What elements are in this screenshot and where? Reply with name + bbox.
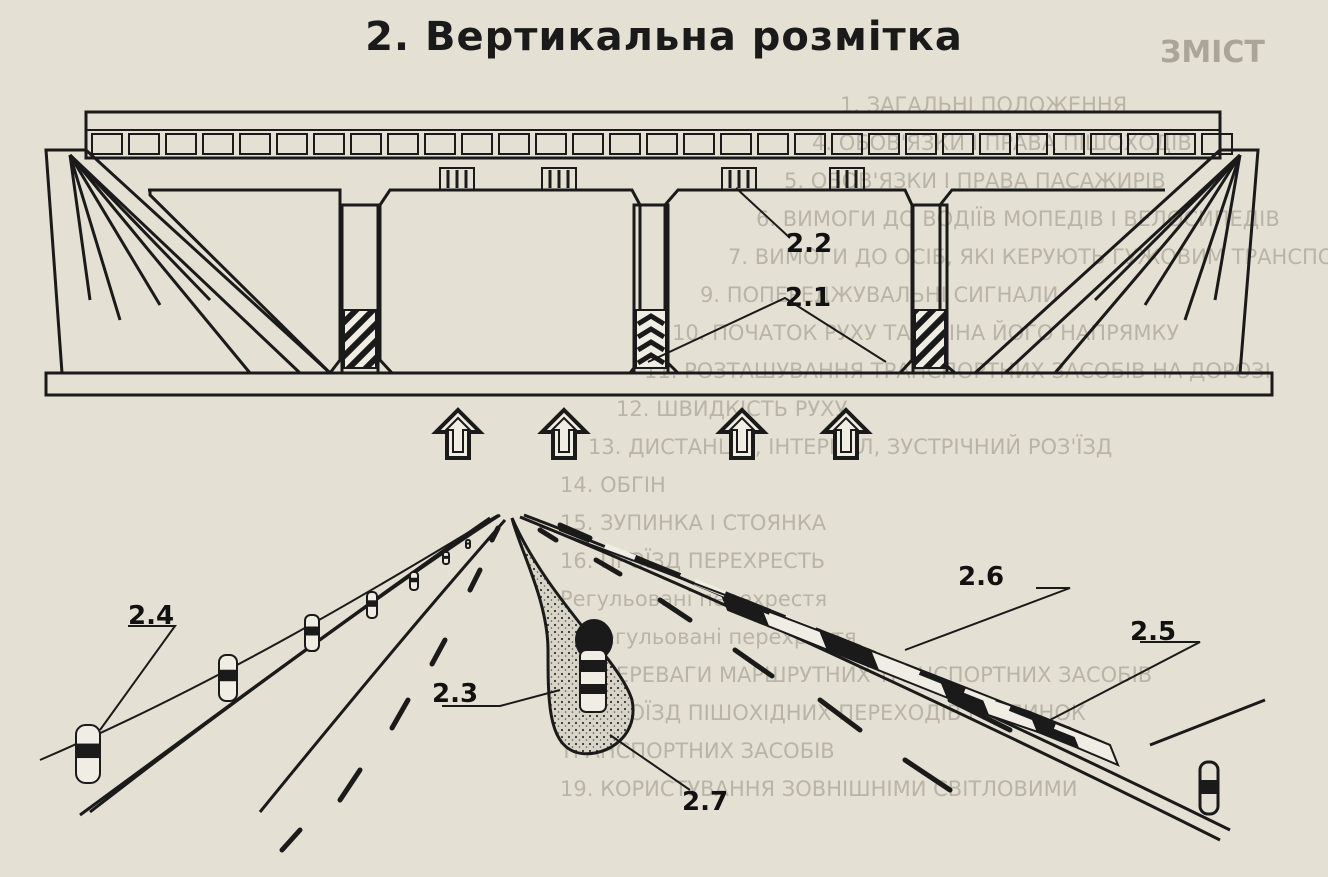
- road-right-edge: [519, 515, 1221, 842]
- direction-arrows: [431, 407, 873, 460]
- callout-2-6: 2.6: [958, 562, 1004, 592]
- deck-railing-posts: [91, 133, 1233, 155]
- bleed-line: 9. ПОПЕРЕДЖУВАЛЬНІ СИГНАЛИ: [700, 283, 1058, 307]
- bleed-line: 19. КОРИСТУВАННЯ ЗОВНІШНІМИ СВІТЛОВИМИ: [560, 777, 1077, 801]
- right-slope-lines: [1003, 153, 1242, 375]
- right-abutment: [971, 148, 1260, 375]
- bleed-line: 11. РОЗТАШУВАННЯ ТРАНСПОРТНИХ ЗАСОБІВ НА…: [644, 359, 1271, 383]
- left-slope-lines: [68, 153, 302, 375]
- right-guard-post: [1198, 760, 1220, 816]
- leader-2-4: [99, 625, 177, 731]
- guard-posts-2-4: [75, 539, 471, 784]
- lane-dashes: [279, 522, 1013, 853]
- island-bollard: [579, 649, 607, 713]
- bleed-line: 12. ШВИДКІСТЬ РУХУ: [616, 397, 848, 421]
- up-arrow: [431, 407, 485, 460]
- callout-2-4: 2.4: [128, 601, 174, 631]
- up-arrow: [819, 407, 873, 460]
- leader-2-5: [1049, 641, 1201, 721]
- bleed-heading: ЗМІСТ: [1160, 35, 1265, 70]
- callout-2-3: 2.3: [432, 679, 478, 709]
- span-3: [663, 188, 914, 206]
- leader-2-2: [735, 187, 791, 239]
- leader-2-3: [442, 689, 561, 707]
- bleed-line: 15. ЗУПИНКА І СТОЯНКА: [560, 511, 827, 535]
- callout-2-5: 2.5: [1130, 617, 1176, 647]
- pier-1: [340, 203, 380, 375]
- curb-marking-2-6: [539, 525, 1111, 746]
- left-guard-cable: [39, 514, 499, 761]
- up-arrow: [537, 407, 591, 460]
- chevron-stripes: [636, 313, 666, 366]
- span-1: [148, 188, 350, 207]
- up-arrow: [715, 407, 769, 460]
- bleed-line: 14. ОБГІН: [560, 473, 666, 497]
- bleed-line: 17. ПЕРЕВАГИ МАРШРУТНИХ ТРАНСПОРТНИХ ЗАС…: [560, 663, 1152, 687]
- callout-2-2: 2.2: [786, 229, 832, 259]
- callout-2-7: 2.7: [682, 787, 728, 817]
- leader-2-6: [904, 587, 1071, 651]
- pier-2: [632, 203, 670, 375]
- road-illustration: 2.3 2.7 2.6 2.5 2.4: [39, 513, 1266, 853]
- span-2: [378, 188, 642, 206]
- pier-3: [911, 203, 949, 375]
- bridge-illustration: 2.2 2.1: [44, 110, 1274, 397]
- callout-2-1: 2.1: [785, 283, 831, 313]
- leader-2-7: [609, 734, 691, 791]
- deck-marking-2-2: [439, 167, 865, 191]
- page-title: 2. Вертикальна розмітка: [365, 14, 963, 60]
- pier-marking-2-1-right: [914, 309, 946, 369]
- bleed-line: 7. ВИМОГИ ДО ОСІБ, ЯКІ КЕРУЮТЬ ГУЖОВИМ Т…: [728, 245, 1328, 269]
- span-4: [938, 188, 1165, 206]
- pier-marking-2-1-left: [343, 309, 377, 369]
- leader-2-1: [647, 296, 887, 363]
